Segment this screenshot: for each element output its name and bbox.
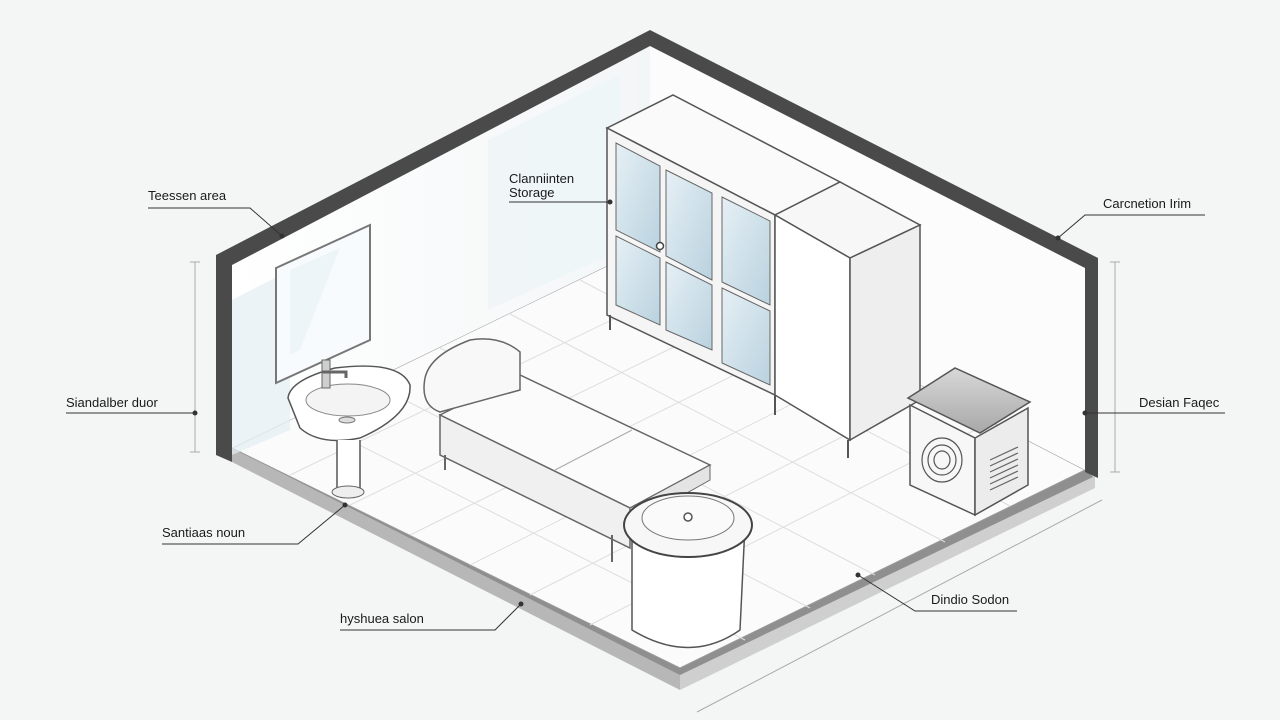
air-conditioner-unit [906, 367, 1032, 517]
dimension-lines [190, 261, 1120, 713]
leader-lines [66, 199, 1225, 631]
mirror [275, 223, 371, 385]
label-wash-door: Siandalber duor [66, 395, 158, 410]
wardrobe [773, 181, 922, 458]
floor-slab [230, 445, 1095, 690]
label-storage-line1: Clanniinten [509, 171, 575, 186]
label-storage-line2: Storage [509, 185, 555, 200]
label-treatment-area: Teessen area [148, 188, 227, 203]
label-dinner-section: Dindio Sodon [931, 592, 1010, 607]
trash-bin [623, 492, 753, 649]
label-cabinet-item: Carcnetion Irim [1103, 196, 1192, 211]
label-design-face: Desian Faqec [1139, 395, 1220, 410]
label-storage: Clanniinten Storage [509, 172, 574, 200]
glass-cabinet [605, 94, 842, 415]
sink [287, 359, 411, 499]
label-hygiene-salon: hyshuea salon [340, 611, 424, 626]
label-sink-room: Santiaas noun [162, 525, 246, 540]
